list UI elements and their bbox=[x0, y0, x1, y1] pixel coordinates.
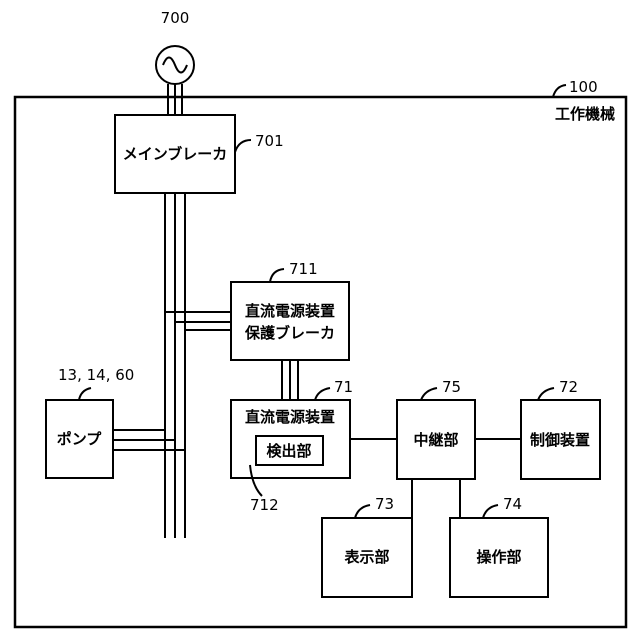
ac-source-icon bbox=[156, 46, 194, 84]
ref-712: 712 bbox=[250, 496, 279, 514]
ref-73: 73 bbox=[375, 495, 394, 513]
ref-72: 72 bbox=[559, 378, 578, 396]
dc-breaker-label-line1: 直流電源装置 bbox=[245, 302, 335, 320]
ref-75: 75 bbox=[442, 378, 461, 396]
dc-supply-label: 直流電源装置 bbox=[245, 408, 335, 426]
ref-701: 701 bbox=[255, 132, 284, 150]
ref-100: 100 bbox=[569, 78, 598, 96]
ref-700: 700 bbox=[161, 9, 190, 27]
detector-label: 検出部 bbox=[266, 442, 311, 460]
controller-label: 制御装置 bbox=[530, 431, 590, 449]
pump-label: ポンプ bbox=[57, 430, 103, 448]
main-breaker-label: メインブレーカ bbox=[123, 145, 228, 163]
display-label: 表示部 bbox=[344, 548, 389, 566]
ref-74: 74 bbox=[503, 495, 522, 513]
operation-label: 操作部 bbox=[476, 548, 521, 566]
ref-71: 71 bbox=[334, 378, 353, 396]
dc-breaker-label-line2: 保護ブレーカ bbox=[244, 324, 335, 342]
leader-100 bbox=[553, 85, 566, 97]
ref-pump: 13, 14, 60 bbox=[58, 366, 134, 384]
relay-label: 中継部 bbox=[413, 431, 458, 449]
dc-breaker-box bbox=[231, 282, 349, 360]
ref-711: 711 bbox=[289, 260, 318, 278]
machine-label: 工作機械 bbox=[555, 105, 615, 123]
